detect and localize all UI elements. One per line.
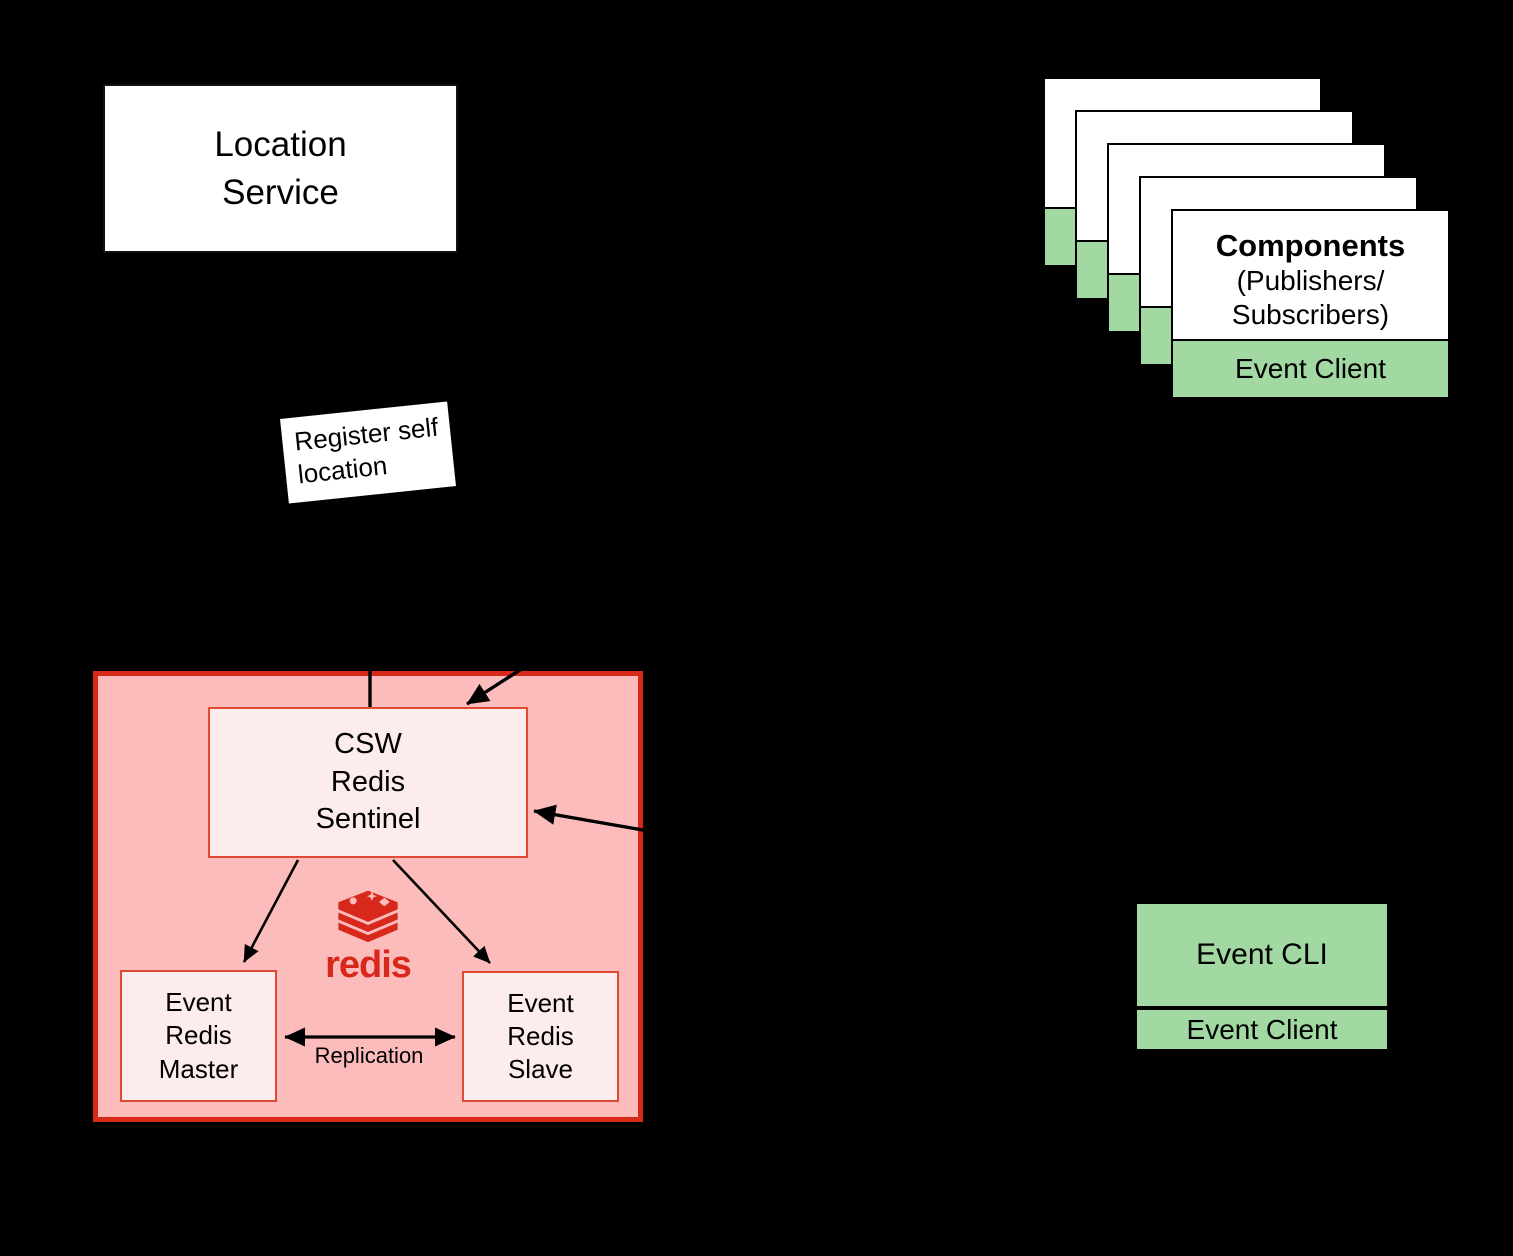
event-redis-master-box: Event Redis Master bbox=[120, 970, 277, 1102]
event-cli-title-section: Event CLI bbox=[1137, 904, 1387, 1006]
components-title: Components bbox=[1215, 228, 1406, 263]
components-event-client-strip: Event Client bbox=[1173, 339, 1448, 397]
event-redis-slave-label: Event Redis Slave bbox=[507, 987, 574, 1085]
register-note-label: Register self location bbox=[292, 411, 440, 489]
event-cli-strip-label: Event Client bbox=[1186, 1013, 1338, 1045]
components-subtitle: (Publishers/ Subscribers) bbox=[1231, 265, 1390, 331]
event-cli-box: Event CLI Event Client bbox=[1135, 902, 1389, 1051]
location-service-label: Location Service bbox=[214, 125, 347, 212]
register-self-location-note: Register self location bbox=[280, 401, 456, 504]
event-cli-client-strip: Event Client bbox=[1137, 1006, 1387, 1049]
event-cli-label: Event CLI bbox=[1196, 938, 1328, 971]
components-strip-label: Event Client bbox=[1235, 353, 1386, 384]
redis-logo: redis bbox=[320, 889, 416, 984]
event-redis-slave-box: Event Redis Slave bbox=[462, 971, 619, 1102]
event-redis-master-label: Event Redis Master bbox=[158, 987, 239, 1084]
csw-redis-sentinel-label: CSW Redis Sentinel bbox=[315, 727, 421, 836]
components-card-content: Components (Publishers/ Subscribers) bbox=[1173, 211, 1448, 333]
redis-stack-icon bbox=[338, 890, 398, 943]
components-front-card: Components (Publishers/ Subscribers) Eve… bbox=[1171, 209, 1450, 399]
replication-label: Replication bbox=[314, 1043, 424, 1068]
redis-wordmark: redis bbox=[325, 944, 412, 986]
location-service-box: Location Service bbox=[103, 84, 458, 253]
csw-redis-sentinel-box: CSW Redis Sentinel bbox=[208, 707, 528, 858]
